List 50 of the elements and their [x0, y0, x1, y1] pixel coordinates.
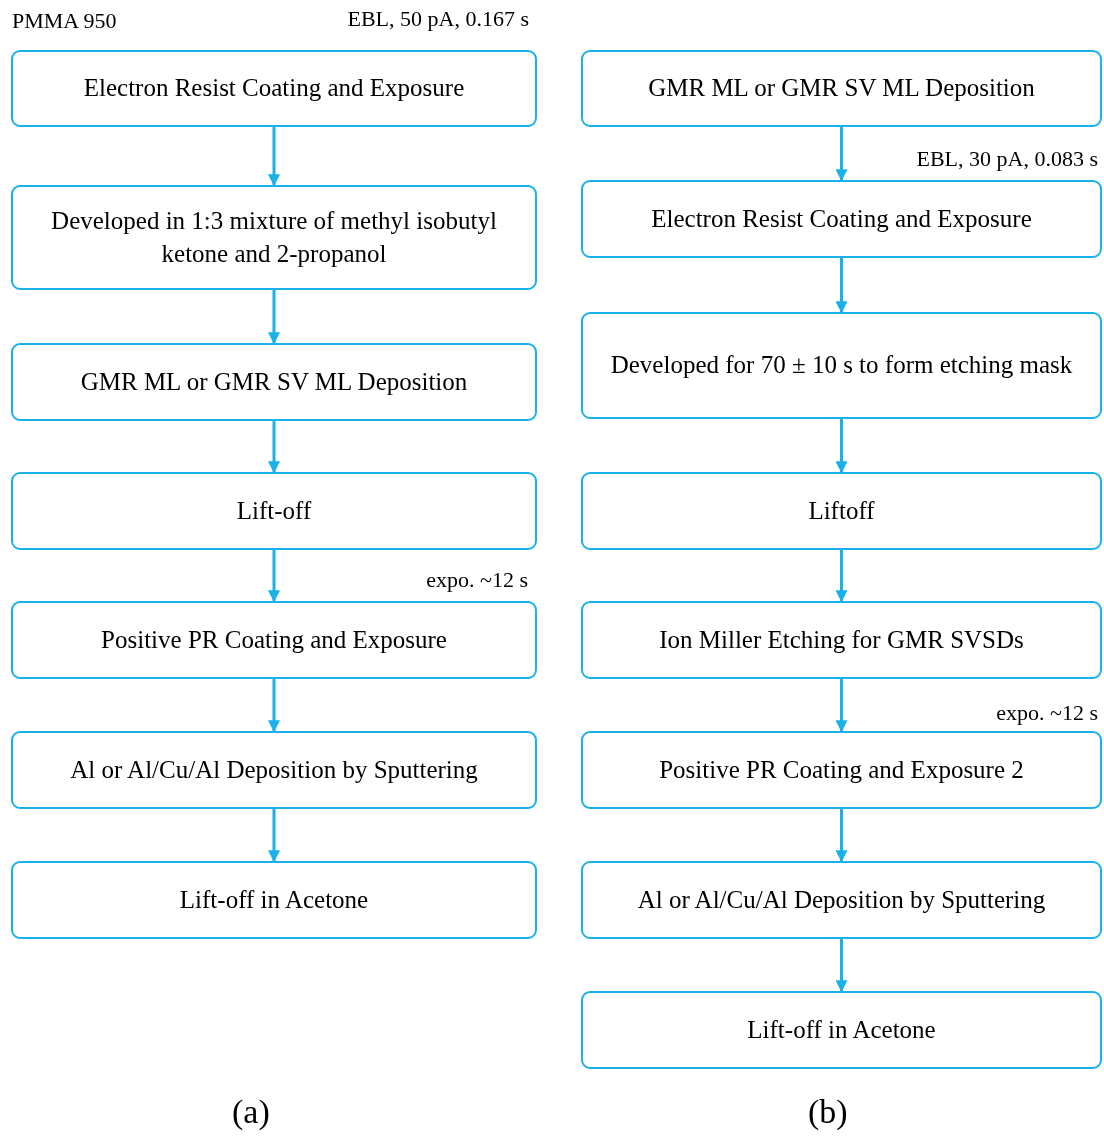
panel-label: (b) [808, 1092, 848, 1132]
arrow [268, 290, 280, 345]
arrow [268, 809, 280, 863]
step-text: Positive PR Coating and Exposure 2 [659, 754, 1024, 785]
step-text: Developed in 1:3 mixture of methyl isobutyl ketone and 2-propanol [50, 206, 498, 269]
arrow [268, 679, 280, 733]
arrow [835, 258, 848, 314]
parameter-note: PMMA 950 [12, 8, 117, 35]
step-text: Al or Al/Cu/Al Deposition by Sputtering [637, 884, 1046, 915]
step-text: Positive PR Coating and Exposure [101, 624, 447, 655]
arrow [268, 421, 280, 474]
parameter-note: EBL, 50 pA, 0.167 s [347, 6, 529, 33]
process-box [581, 180, 1102, 258]
process-box [581, 601, 1102, 679]
process-box [11, 731, 537, 809]
step-text: GMR ML or GMR SV ML Deposition [80, 366, 468, 397]
step-text: Electron Resist Coating and Exposure [83, 73, 465, 104]
process-box [11, 50, 537, 127]
process-box [581, 50, 1102, 127]
arrow [835, 419, 848, 474]
step-text: Lift-off in Acetone [747, 1014, 936, 1045]
process-box [11, 343, 537, 421]
process-box [581, 472, 1102, 550]
process-box [581, 731, 1102, 809]
step-text: Ion Miller Etching for GMR SVSDs [659, 624, 1024, 655]
process-box [11, 472, 537, 550]
process-box [581, 312, 1102, 419]
process-box [11, 601, 537, 679]
parameter-note: expo. ~12 s [426, 567, 528, 594]
parameter-note: EBL, 30 pA, 0.083 s [916, 146, 1098, 173]
arrow [835, 809, 848, 863]
step-text: Lift-off in Acetone [179, 884, 369, 915]
arrow [835, 679, 848, 733]
process-box [581, 861, 1102, 939]
arrow [268, 127, 280, 187]
arrow [835, 939, 848, 993]
step-text: Al or Al/Cu/Al Deposition by Sputtering [70, 754, 478, 785]
process-box [11, 185, 537, 290]
arrow [835, 127, 848, 182]
arrow [268, 550, 280, 603]
step-text: Liftoff [808, 495, 875, 526]
parameter-note: expo. ~12 s [996, 700, 1098, 727]
step-text: GMR ML or GMR SV ML Deposition [648, 73, 1035, 104]
step-text: Electron Resist Coating and Exposure [651, 203, 1032, 234]
step-text: Developed for 70 ± 10 s to form etching mask [610, 350, 1073, 381]
step-text: Lift-off [236, 495, 312, 526]
panel-label: (a) [232, 1092, 270, 1132]
process-box [581, 991, 1102, 1069]
arrow [835, 550, 848, 603]
process-box [11, 861, 537, 939]
